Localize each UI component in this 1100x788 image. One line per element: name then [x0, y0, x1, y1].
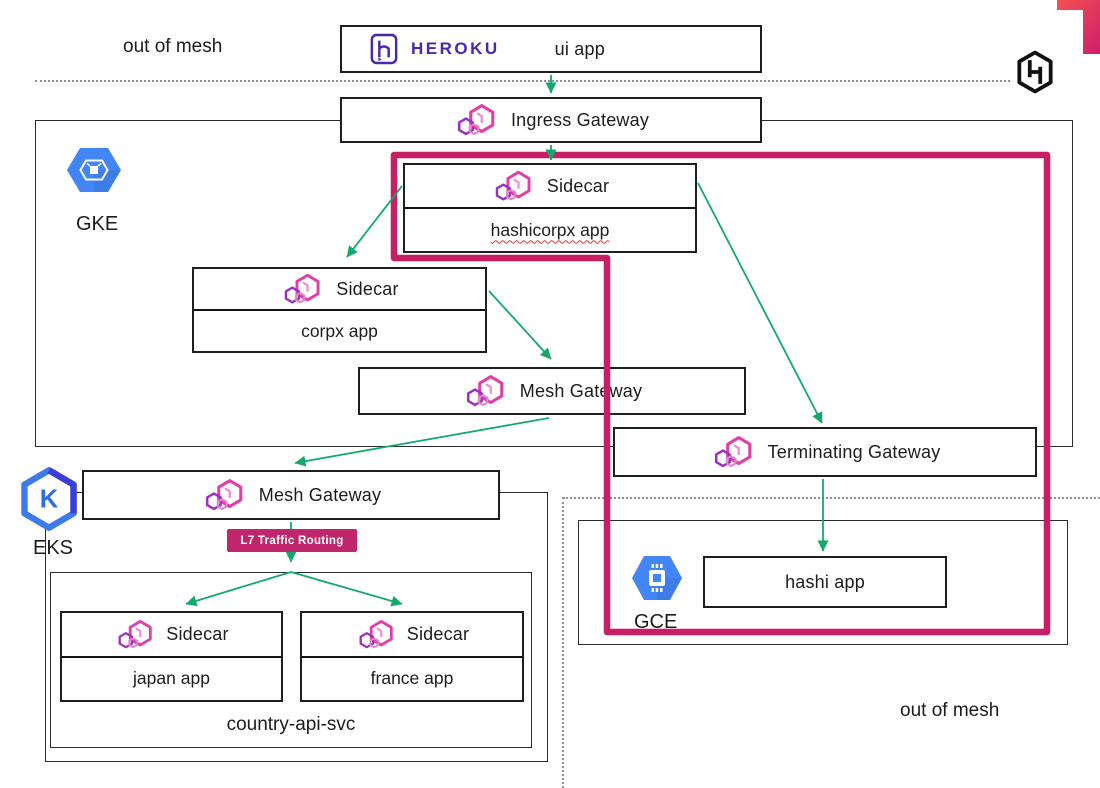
- gce-label: GCE: [634, 611, 678, 633]
- japan-app-label: japan app: [133, 668, 210, 689]
- out-of-mesh-label-top: out of mesh: [123, 36, 223, 57]
- mesh-boundary-top-dotted-line: [35, 80, 1010, 82]
- gke-label: GKE: [76, 213, 119, 235]
- sidecar-title: Sidecar: [546, 175, 610, 196]
- sidecar-japan-node: Sidecar japan app: [60, 611, 283, 702]
- eks-icon: K: [20, 467, 78, 531]
- corner-decoration: [1057, 0, 1100, 54]
- sidecar-title: Sidecar: [336, 278, 399, 299]
- mesh-gateway-gke-node: Mesh Gateway: [358, 367, 746, 415]
- sidecar-title: Sidecar: [166, 623, 229, 644]
- ui-app-node: HEROKU ui app: [340, 25, 762, 73]
- gke-icon: [66, 146, 122, 196]
- terminating-gateway-node: Terminating Gateway: [613, 427, 1037, 477]
- hashicorp-logo-icon: [1016, 50, 1054, 94]
- ingress-gateway-node: Ingress Gateway: [340, 97, 762, 143]
- sidecar-hashicorpx-node: Sidecar hashicorpx app: [403, 163, 697, 253]
- terminating-gateway-label: Terminating Gateway: [767, 441, 941, 462]
- corpx-app-label: corpx app: [301, 320, 378, 341]
- consul-icon: [710, 434, 756, 470]
- hashi-app-label: hashi app: [785, 571, 865, 592]
- sidecar-france-node: Sidecar france app: [300, 611, 524, 702]
- mesh-boundary-vertical-dotted-line: [562, 497, 564, 788]
- consul-icon: [462, 373, 508, 409]
- france-app-label: france app: [370, 668, 454, 689]
- gce-icon: [631, 553, 683, 603]
- svg-text:K: K: [40, 486, 59, 514]
- mesh-gateway-eks-node: Mesh Gateway: [82, 470, 500, 520]
- consul-icon: [453, 102, 499, 138]
- l7-traffic-routing-badge: L7 Traffic Routing: [227, 529, 357, 552]
- out-of-mesh-label-bottom: out of mesh: [900, 700, 1000, 721]
- consul-icon: [114, 618, 156, 651]
- sidecar-corpx-node: Sidecar corpx app: [192, 267, 487, 353]
- consul-icon: [280, 272, 324, 306]
- eks-label: EKS: [33, 537, 74, 559]
- ingress-gateway-label: Ingress Gateway: [510, 109, 650, 130]
- hashi-app-node: hashi app: [703, 556, 947, 608]
- consul-icon: [355, 618, 397, 651]
- hashicorpx-app-label: hashicorpx app: [490, 219, 610, 240]
- consul-icon: [491, 169, 535, 203]
- sidecar-title: Sidecar: [406, 623, 470, 644]
- country-api-svc-label: country-api-svc: [226, 714, 356, 735]
- heroku-icon: [370, 33, 398, 65]
- mesh-gateway-label: Mesh Gateway: [519, 380, 643, 401]
- ui-app-label: ui app: [554, 38, 605, 59]
- mesh-gateway-label: Mesh Gateway: [258, 484, 382, 505]
- mesh-boundary-right-dotted-line: [563, 497, 1100, 499]
- consul-icon: [201, 477, 247, 513]
- heroku-wordmark: HEROKU: [411, 39, 500, 58]
